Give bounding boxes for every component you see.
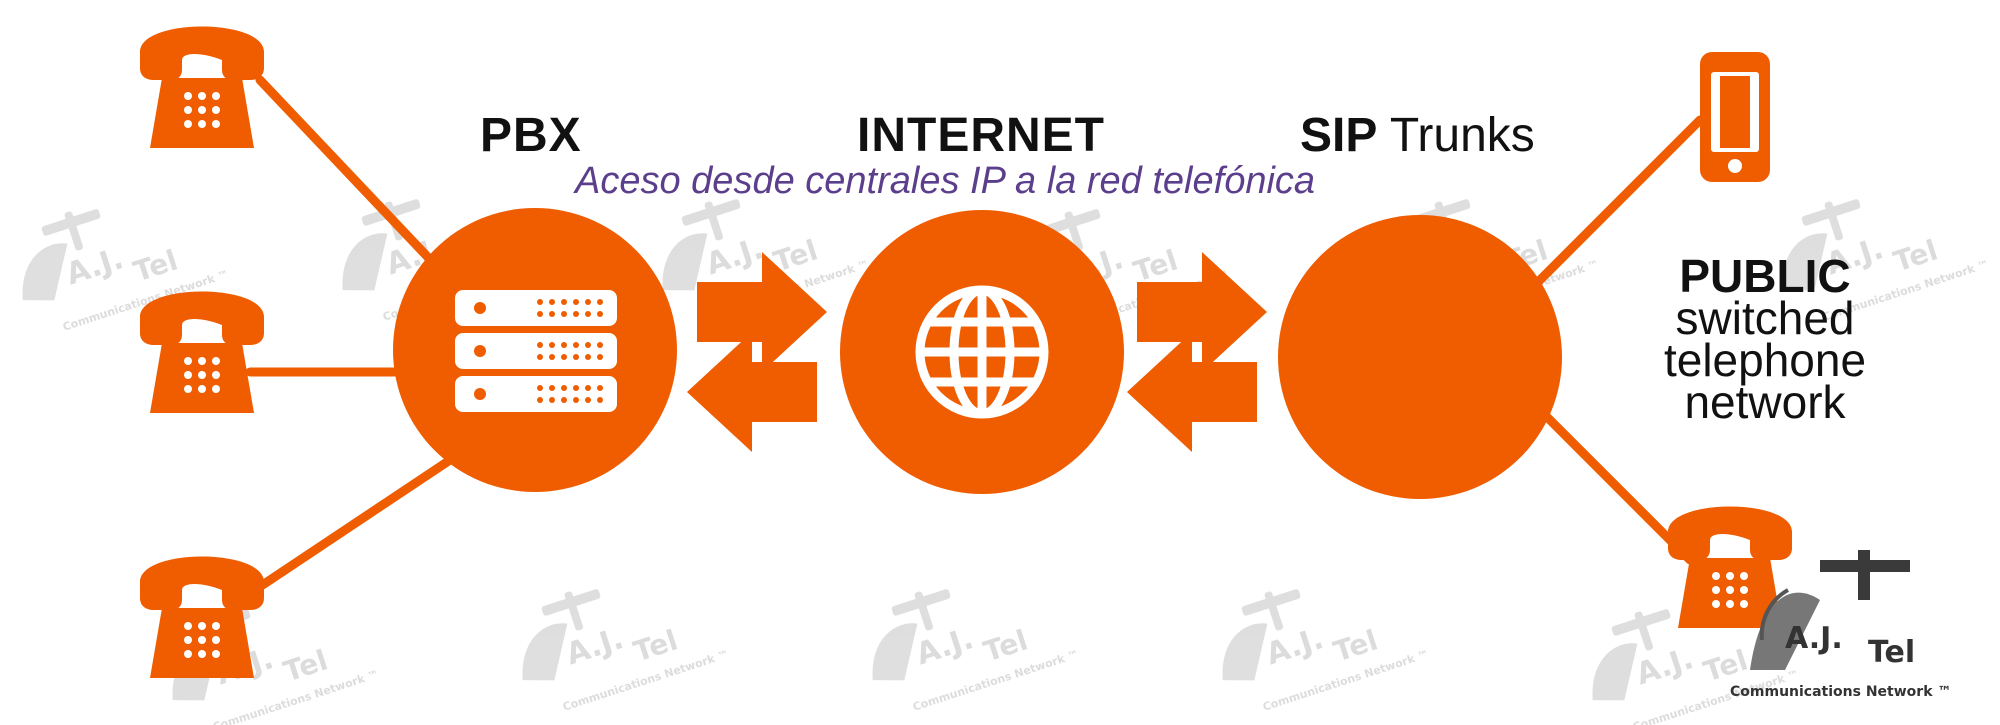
pstn-label-line1: switched <box>1675 292 1855 344</box>
svg-text:Tel: Tel <box>1868 635 1915 670</box>
desk-phone-icon <box>140 291 264 413</box>
globe-icon <box>915 285 1049 419</box>
sip-trunks-label: SIP Trunks <box>1300 108 1535 163</box>
bidirectional-arrows-icon <box>1127 252 1267 452</box>
server-rack-icon <box>455 290 617 412</box>
mobile-phone-icon <box>1700 52 1770 182</box>
svg-text:Communications Network ™: Communications Network ™ <box>1730 684 1951 700</box>
pbx-label: PBX <box>480 109 582 162</box>
company-logo: A.J. Tel Communications Network ™ <box>1730 550 1951 700</box>
diagram-subtitle: Aceso desde centrales IP a la red telefó… <box>575 160 1316 202</box>
line-sip-phone <box>1535 405 1695 565</box>
desk-phone-icon <box>140 26 264 148</box>
sip-label-regular: Trunks <box>1389 109 1535 162</box>
pstn-label-line3: network <box>1684 376 1846 428</box>
sip-trunks-node <box>1278 215 1562 499</box>
connector-lines <box>235 75 1705 605</box>
pstn-label-line2: telephone <box>1663 334 1867 386</box>
line-pbx-phone-1 <box>255 75 445 275</box>
pstn-label-bold: PUBLIC <box>1679 250 1851 302</box>
pbx-node <box>393 208 677 492</box>
pstn-label: PUBLIC switched telephone network <box>1640 250 1890 428</box>
internet-label: INTERNET <box>857 109 1105 162</box>
svg-text:A.J.: A.J. <box>1785 621 1843 656</box>
line-sip-mobile <box>1515 115 1705 305</box>
internet-node <box>840 210 1124 494</box>
sip-label-bold: SIP <box>1300 109 1378 162</box>
line-pbx-phone-3 <box>235 455 455 605</box>
